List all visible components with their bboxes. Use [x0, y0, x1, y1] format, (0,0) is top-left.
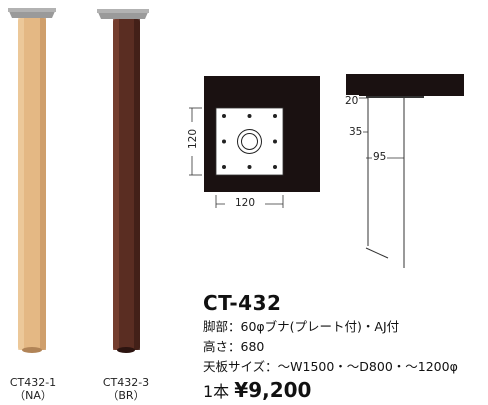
product-caption-2: CT432-3 （BR）: [94, 376, 158, 402]
price-value: ¥9,200: [234, 378, 312, 402]
tabletop-side: [346, 74, 464, 96]
diameter-dimension: 35: [348, 126, 364, 138]
product-code-1: CT432-1: [9, 376, 57, 389]
product-variant-1: （NA）: [14, 389, 52, 402]
model-number: CT-432: [203, 291, 282, 315]
product-variant-2: （BR）: [107, 389, 145, 402]
plate-top-view-diagram: [189, 76, 320, 208]
mounting-plate: [215, 107, 284, 176]
price-label: 1本: [203, 382, 230, 401]
spec-height: 高さ：680: [203, 339, 265, 354]
plate-height-dimension: 120: [187, 122, 199, 156]
spec-leg: 脚部：60φブナ(プレート付)・AJ付: [203, 319, 400, 334]
product-caption-1: CT432-1 （NA）: [2, 376, 64, 402]
product-code-2: CT432-3: [102, 376, 150, 389]
leg-natural-image: [8, 8, 56, 353]
spec-tabletop: 天板サイズ：～W1500・～D800・～1200φ: [203, 359, 458, 374]
plate-width-dimension: 120: [225, 197, 265, 209]
side-view-diagram: [346, 74, 464, 268]
price-row: 1本 ¥9,200: [203, 378, 311, 402]
leg-images: [8, 8, 149, 353]
leg-brown-image: [97, 9, 149, 353]
offset-dimension: 95: [372, 151, 388, 163]
top-dimension: 20: [344, 95, 360, 107]
